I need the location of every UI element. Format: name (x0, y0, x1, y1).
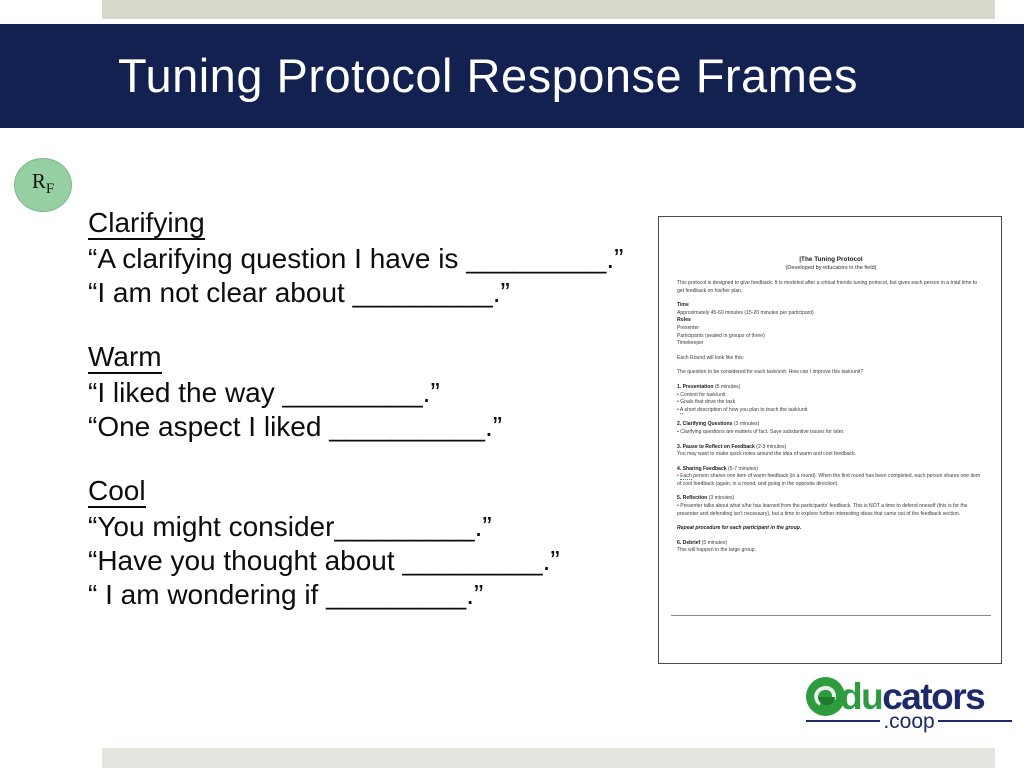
page-title: Tuning Protocol Response Frames (118, 49, 858, 102)
step-number: 5. Reflection (677, 495, 708, 502)
document-role: Participants (seated in groups of three) (677, 332, 765, 339)
document-step-5: 5. Reflection (3 minutes) • Presenter ta… (677, 495, 985, 518)
frame-line: “Have you thought about _________.” (88, 545, 560, 576)
document-role: Timekeeper (677, 340, 704, 347)
step-bullet: • Goals that drive the task (677, 399, 736, 406)
step-bullet: • Presenter talks about what s/he has le… (677, 503, 968, 517)
document-step-6: 6. Debrief (5 minutes) This will happen … (677, 540, 985, 555)
document-step-4: 4. Sharing Feedback (5-7 minutes) • Each… (677, 466, 985, 489)
frame-group-cool: Cool “You might consider_________.” “Hav… (88, 474, 668, 612)
step-duration: (2-3 minutes) (756, 443, 787, 450)
logo-domain-text: .coop (883, 709, 935, 733)
step-number: 3. Pause to Reflect on Feedback (677, 443, 755, 450)
step-bullet: • Context for task/unit (677, 391, 726, 398)
frame-line: “I liked the way _________.” (88, 377, 440, 408)
badge-letter: R (31, 168, 46, 193)
step-bullet: • A short description of how you plan to… (677, 406, 808, 414)
top-decor-band (102, 0, 995, 19)
logo-rule-right (937, 720, 1012, 722)
document-step-1: 1. Presentation (5 minutes) • Context fo… (677, 384, 985, 414)
educators-coop-logo: du cators .coop (806, 676, 1012, 732)
document-role: Presenter (677, 324, 700, 331)
badge-subscript: F (45, 181, 55, 198)
logo-wordmark: du cators (806, 675, 986, 717)
logo-rule-left (806, 720, 881, 722)
step-number: 6. Debrief (677, 539, 701, 546)
document-intro: This protocol is designed to give feedba… (677, 280, 978, 294)
frame-heading: Clarifying (88, 207, 205, 240)
badge-text: RF (31, 168, 55, 198)
step-number: 2. Clarifying Questions (677, 421, 733, 428)
step-duration: (3 minutes) (733, 421, 760, 428)
tuning-protocol-document-image: |The Tuning Protocol (Developed by educa… (658, 216, 1002, 664)
response-frames-list: Clarifying “A clarifying question I have… (88, 206, 668, 612)
frame-group-clarifying: Clarifying “A clarifying question I have… (88, 206, 668, 310)
document-subtitle: (Developed by educators in the field) (785, 265, 877, 271)
document-content: |The Tuning Protocol (Developed by educa… (659, 217, 1001, 663)
bottom-decor-band (102, 748, 995, 768)
step-duration: (3 minutes) (708, 495, 735, 502)
frame-line: “ I am wondering if _________.” (88, 579, 484, 610)
step-number: 4. Sharing Feedback (677, 465, 727, 472)
document-step-3: 3. Pause to Reflect on Feedback (2-3 min… (677, 444, 985, 459)
document-time-heading: Time (677, 302, 689, 309)
step-duration: (5-7 minutes) (727, 465, 758, 472)
title-bar (0, 24, 1024, 128)
step-bullet: • Clarifying questions are matters of fa… (677, 428, 845, 435)
frame-line: “I am not clear about _________.” (88, 277, 510, 308)
document-time-text: Approximately 45-60 minutes (15-20 minut… (677, 309, 814, 316)
logo-e-swirl-icon (806, 676, 845, 716)
frame-heading: Cool (88, 475, 146, 508)
response-frames-badge: RF (14, 158, 72, 212)
document-title: |The Tuning Protocol (799, 256, 863, 263)
document-repeat-note: Repeat procedure for each participant in… (677, 525, 802, 532)
document-step-2: 2. Clarifying Questions (3 minutes) • Cl… (677, 421, 985, 436)
document-roles-heading: Roles (677, 317, 691, 324)
logo-domain-row: .coop (806, 709, 1012, 733)
logo-text-navy: cators (882, 675, 986, 717)
frame-line: “A clarifying question I have is _______… (88, 243, 624, 274)
document-question: The question to be considered for each t… (677, 369, 864, 376)
step-bullet: • Each person shares one item of warm fe… (677, 473, 981, 487)
step-duration: (5 minutes) (701, 539, 728, 546)
document-round-intro: Each Round will look like this: (677, 354, 745, 361)
step-duration: (5 minutes) (714, 383, 741, 390)
step-bullet: You may want to make quick notes around … (677, 451, 857, 458)
frame-group-warm: Warm “I liked the way _________.” “One a… (88, 340, 668, 444)
frame-line: “You might consider_________.” (88, 511, 492, 542)
logo-text-green: du (840, 675, 884, 717)
step-bullet: This will happen in the large group. (677, 547, 757, 554)
step-number: 1. Presentation (677, 383, 714, 390)
document-footer-rule (671, 615, 991, 616)
frame-line: “One aspect I liked __________.” (88, 411, 503, 442)
frame-heading: Warm (88, 341, 162, 374)
